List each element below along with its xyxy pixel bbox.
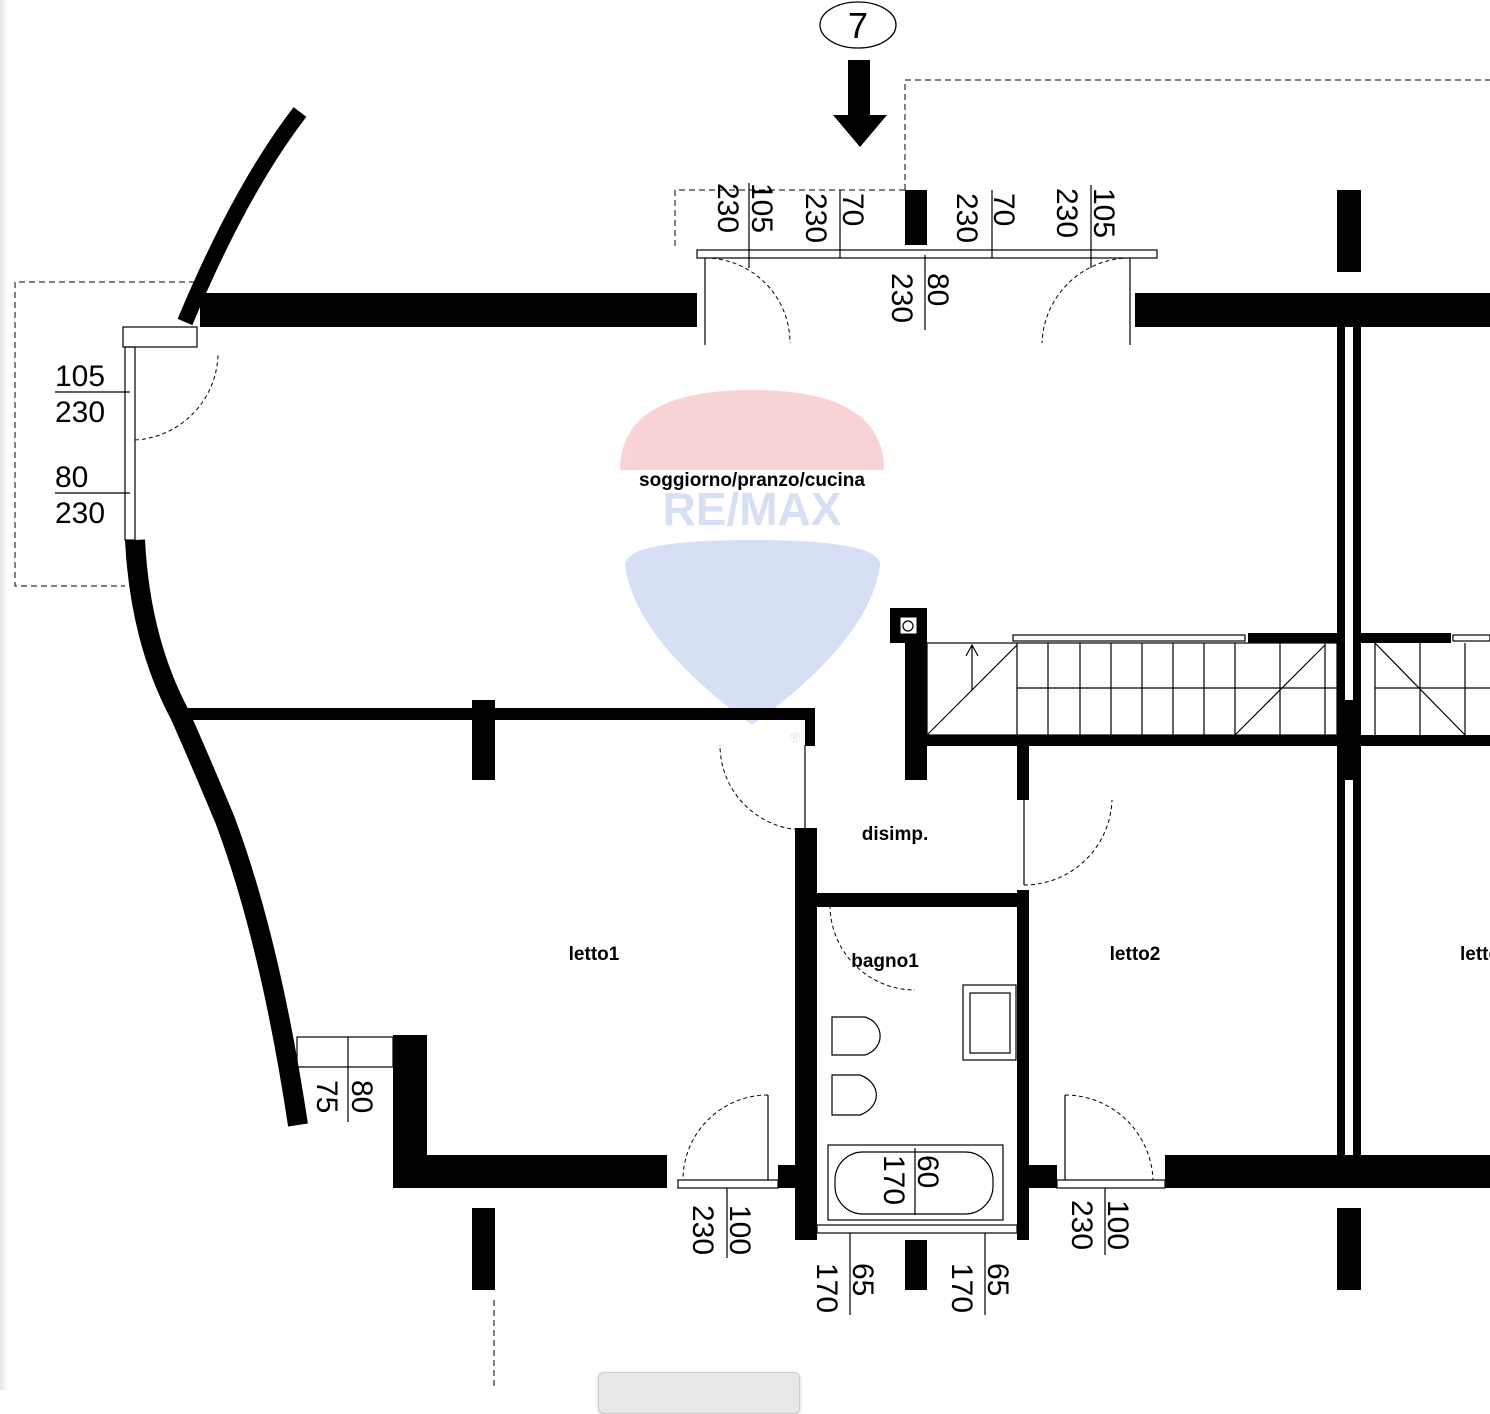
toilet — [831, 1074, 877, 1116]
dim-label: 230 — [1065, 1200, 1098, 1250]
dim-label: 230 — [55, 497, 105, 530]
bathtub — [827, 1144, 1004, 1221]
dim-label: 70 — [836, 193, 869, 226]
dim-label: 170 — [877, 1155, 910, 1205]
section-number: 7 — [848, 5, 868, 46]
dim-label: 80 — [55, 461, 88, 494]
bidet — [831, 1016, 881, 1056]
dim-label: 105 — [745, 183, 778, 233]
bathroom-fixtures — [827, 984, 1017, 1221]
window-frames — [122, 249, 1490, 1234]
dim-label: 80 — [921, 273, 954, 306]
dim-label: 170 — [810, 1263, 843, 1313]
staircase — [926, 642, 1490, 736]
remax-watermark: RE/MAX ® — [620, 390, 884, 745]
room-label-bed3: letto — [1460, 944, 1490, 965]
section-arrow-shaft — [848, 60, 870, 116]
dim-label: 230 — [950, 193, 983, 243]
dim-label: 230 — [885, 273, 918, 323]
dim-label: 230 — [799, 193, 832, 243]
dim-label: 100 — [1101, 1200, 1134, 1250]
dim-label: 75 — [310, 1080, 343, 1113]
doors — [134, 257, 1154, 1181]
room-label-bath1: bagno1 — [851, 951, 919, 972]
dim-label: 60 — [911, 1155, 944, 1188]
dim-label: 80 — [345, 1080, 378, 1113]
window-edge — [0, 0, 8, 1390]
dim-label: 230 — [1050, 188, 1083, 238]
dim-label: 65 — [981, 1263, 1014, 1296]
dim-label: 65 — [846, 1263, 879, 1296]
sink — [962, 984, 1017, 1061]
dim-label: 230 — [711, 183, 744, 233]
dim-label: 170 — [945, 1263, 978, 1313]
dim-label: 105 — [55, 360, 105, 393]
room-label-living: soggiorno/pranzo/cucina — [639, 470, 865, 491]
watermark-registered: ® — [790, 729, 801, 745]
room-label-bed1: letto1 — [569, 944, 620, 965]
watermark-logo-text: RE/MAX — [663, 483, 842, 535]
dimension-labels: 230 105 230 70 230 80 230 70 230 105 75 … — [55, 183, 1134, 1315]
room-label-bed2: letto2 — [1110, 944, 1161, 965]
balcony-outlines — [14, 79, 1490, 1390]
dim-label: 100 — [723, 1205, 756, 1255]
dim-label: 105 — [1087, 188, 1120, 238]
section-arrow-icon — [833, 115, 887, 147]
room-label-hall: disimp. — [862, 824, 929, 845]
dim-label: 230 — [55, 396, 105, 429]
overlay-button[interactable] — [598, 1372, 800, 1414]
section-marker: 7 — [819, 1, 897, 147]
walls — [125, 107, 1490, 1290]
dim-label: 230 — [686, 1205, 719, 1255]
